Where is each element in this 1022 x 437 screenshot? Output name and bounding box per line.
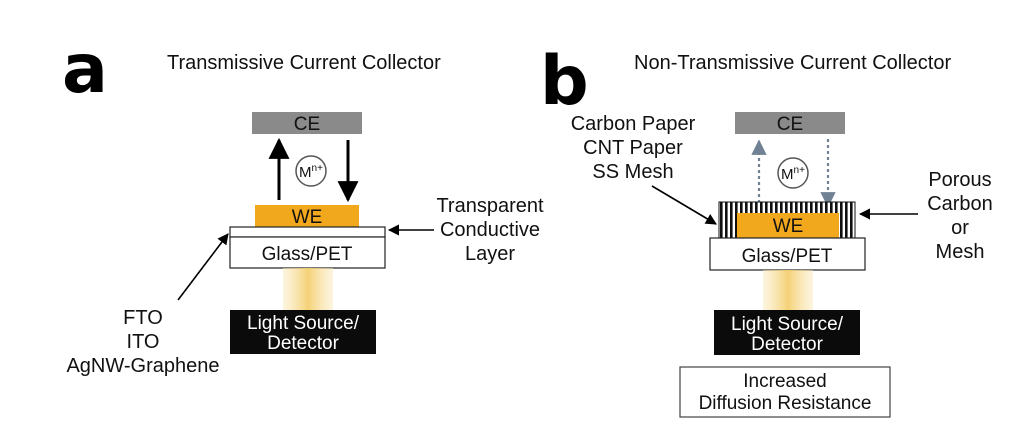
panel-b-left-label-line2: CNT Paper [583, 137, 683, 159]
panel-a-title: Transmissive Current Collector [167, 52, 441, 74]
panel-b: b Non-Transmissive Current Collector CE … [540, 42, 993, 418]
panel-a-glass-label: Glass/PET [262, 244, 353, 265]
panel-b-right-label-line3: or [951, 217, 969, 239]
panel-b-note-line1: Increased [743, 371, 826, 392]
panel-b-title: Non-Transmissive Current Collector [634, 52, 951, 74]
panel-b-ce-block [735, 112, 845, 134]
panel-a-left-label-line3: AgNW-Graphene [66, 355, 219, 377]
panel-b-we-block [737, 213, 839, 238]
panel-a-ce-label: CE [294, 114, 320, 135]
panel-a: a Transmissive Current Collector CE Mn+ … [62, 30, 544, 377]
panel-b-ion-circle [777, 157, 809, 189]
panel-b-right-label-line2: Carbon [927, 193, 993, 215]
panel-b-light-source [714, 310, 860, 355]
panel-b-light-beam [763, 270, 813, 310]
panel-b-note-box [679, 366, 891, 418]
panel-a-source-line2: Detector [267, 333, 339, 354]
panel-a-ion-label: Mn+ [299, 163, 323, 181]
panel-a-letter: a [62, 30, 108, 109]
panel-b-left-label-line1: Carbon Paper [571, 113, 696, 135]
panel-a-ce-block [252, 112, 362, 134]
panel-b-left-label-line3: SS Mesh [592, 161, 673, 183]
panel-a-source-line1: Light Source/ [247, 313, 360, 334]
panel-b-source-line1: Light Source/ [731, 314, 844, 335]
panel-a-left-label-line2: ITO [127, 331, 160, 353]
panel-b-letter: b [540, 42, 589, 121]
panel-a-right-label-line1: Transparent [436, 195, 544, 217]
panel-a-right-label-line3: Layer [465, 243, 515, 265]
panel-b-source-line2: Detector [751, 334, 823, 355]
panel-b-ion-label: Mn+ [781, 165, 805, 183]
panel-b-left-pointer [651, 185, 717, 225]
panel-a-we-label: WE [292, 207, 323, 228]
panel-b-note-line2: Diffusion Resistance [699, 393, 872, 414]
panel-b-we-label: WE [773, 216, 804, 237]
panel-b-glass-pet [709, 237, 866, 271]
panel-a-left-label-line1: FTO [123, 307, 163, 329]
panel-b-right-label-line1: Porous [928, 169, 991, 191]
panel-a-left-pointer [177, 233, 229, 301]
panel-b-glass-label: Glass/PET [742, 246, 833, 267]
panel-b-ce-label: CE [777, 114, 803, 135]
panel-a-we-block [255, 205, 359, 227]
panel-a-right-label-line2: Conductive [440, 219, 540, 241]
panel-a-light-source [230, 310, 376, 354]
panel-a-conductive-layer [229, 226, 386, 238]
panel-a-glass-pet [229, 236, 386, 269]
panel-a-light-beam [283, 268, 333, 310]
panel-a-ion-circle [295, 155, 327, 187]
panel-b-right-label-line4: Mesh [936, 241, 985, 263]
